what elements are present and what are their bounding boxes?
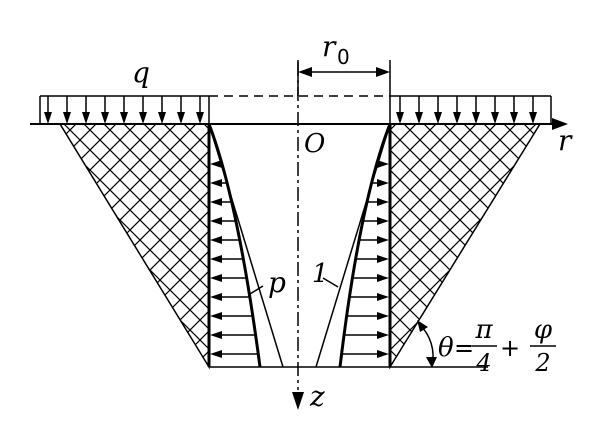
theta-arrow-top — [417, 320, 428, 332]
label-plus: + — [500, 334, 520, 362]
load-q-right — [389, 95, 552, 124]
load-arrow — [158, 96, 166, 124]
r-axis-arrowhead — [552, 118, 568, 130]
pressure-arrow — [352, 274, 389, 282]
r0-arrow-left — [298, 67, 312, 77]
label-p: p — [268, 266, 286, 299]
pressure-arrow — [210, 312, 253, 320]
load-arrow — [415, 96, 423, 124]
load-q-arrows — [44, 96, 537, 124]
load-arrow — [44, 96, 52, 124]
label-theta: θ — [438, 333, 454, 363]
load-arrow — [177, 96, 185, 124]
load-arrow — [434, 96, 442, 124]
label-r0: r — [322, 30, 337, 63]
pressure-arrow — [371, 179, 389, 187]
pressure-arrows-right — [341, 160, 389, 358]
hatched-wedge-left — [58, 123, 210, 370]
label-pi: π — [474, 315, 493, 345]
pressure-arrow — [210, 255, 244, 263]
label-q: q — [132, 56, 150, 89]
pressure-arrow — [210, 350, 259, 358]
pressure-curve-p-right — [338, 123, 392, 368]
pressure-curve-p-left — [207, 123, 262, 368]
pressure-arrow — [362, 217, 389, 225]
z-axis-arrowhead — [292, 392, 304, 410]
pressure-arrow — [210, 198, 232, 206]
pressure-arrow — [210, 217, 236, 225]
pressure-arrow — [210, 179, 228, 187]
load-arrow — [396, 96, 404, 124]
pressure-arrow — [341, 350, 389, 358]
label-z-axis: z — [309, 380, 325, 413]
load-arrow — [472, 96, 480, 124]
label-1: 1 — [312, 259, 329, 289]
leader-p — [249, 285, 264, 295]
label-phi: φ — [534, 315, 553, 345]
label-two: 2 — [534, 349, 550, 377]
load-arrow — [63, 96, 71, 124]
label-four: 4 — [475, 349, 491, 377]
load-arrow — [120, 96, 128, 124]
pressure-arrow — [210, 331, 256, 339]
theta-arrow-bottom — [426, 357, 437, 368]
load-arrow — [529, 96, 537, 124]
pressure-arrow — [344, 331, 389, 339]
load-arrow — [510, 96, 518, 124]
pressure-arrow — [210, 160, 223, 168]
pressure-arrow — [376, 160, 389, 168]
pressure-arrow — [349, 293, 389, 301]
load-arrow — [139, 96, 147, 124]
label-r-axis: r — [558, 124, 573, 157]
pressure-arrow — [355, 255, 389, 263]
label-equals: = — [454, 334, 474, 362]
pressure-arrow — [210, 274, 247, 282]
load-arrow — [453, 96, 461, 124]
pressure-arrow — [210, 293, 250, 301]
r0-arrow-right — [376, 67, 390, 77]
load-arrow — [196, 96, 204, 124]
label-r0-subscript: 0 — [337, 45, 350, 69]
pressure-arrow — [359, 236, 389, 244]
load-arrow — [101, 96, 109, 124]
load-arrow — [82, 96, 90, 124]
pressure-arrow — [366, 198, 389, 206]
leader-1 — [322, 277, 339, 288]
load-arrow — [491, 96, 499, 124]
label-origin: O — [304, 129, 325, 159]
pressure-arrow — [210, 236, 240, 244]
pressure-arrows-left — [210, 160, 259, 358]
pressure-arrow — [346, 312, 389, 320]
hatched-wedge-right — [389, 123, 542, 370]
